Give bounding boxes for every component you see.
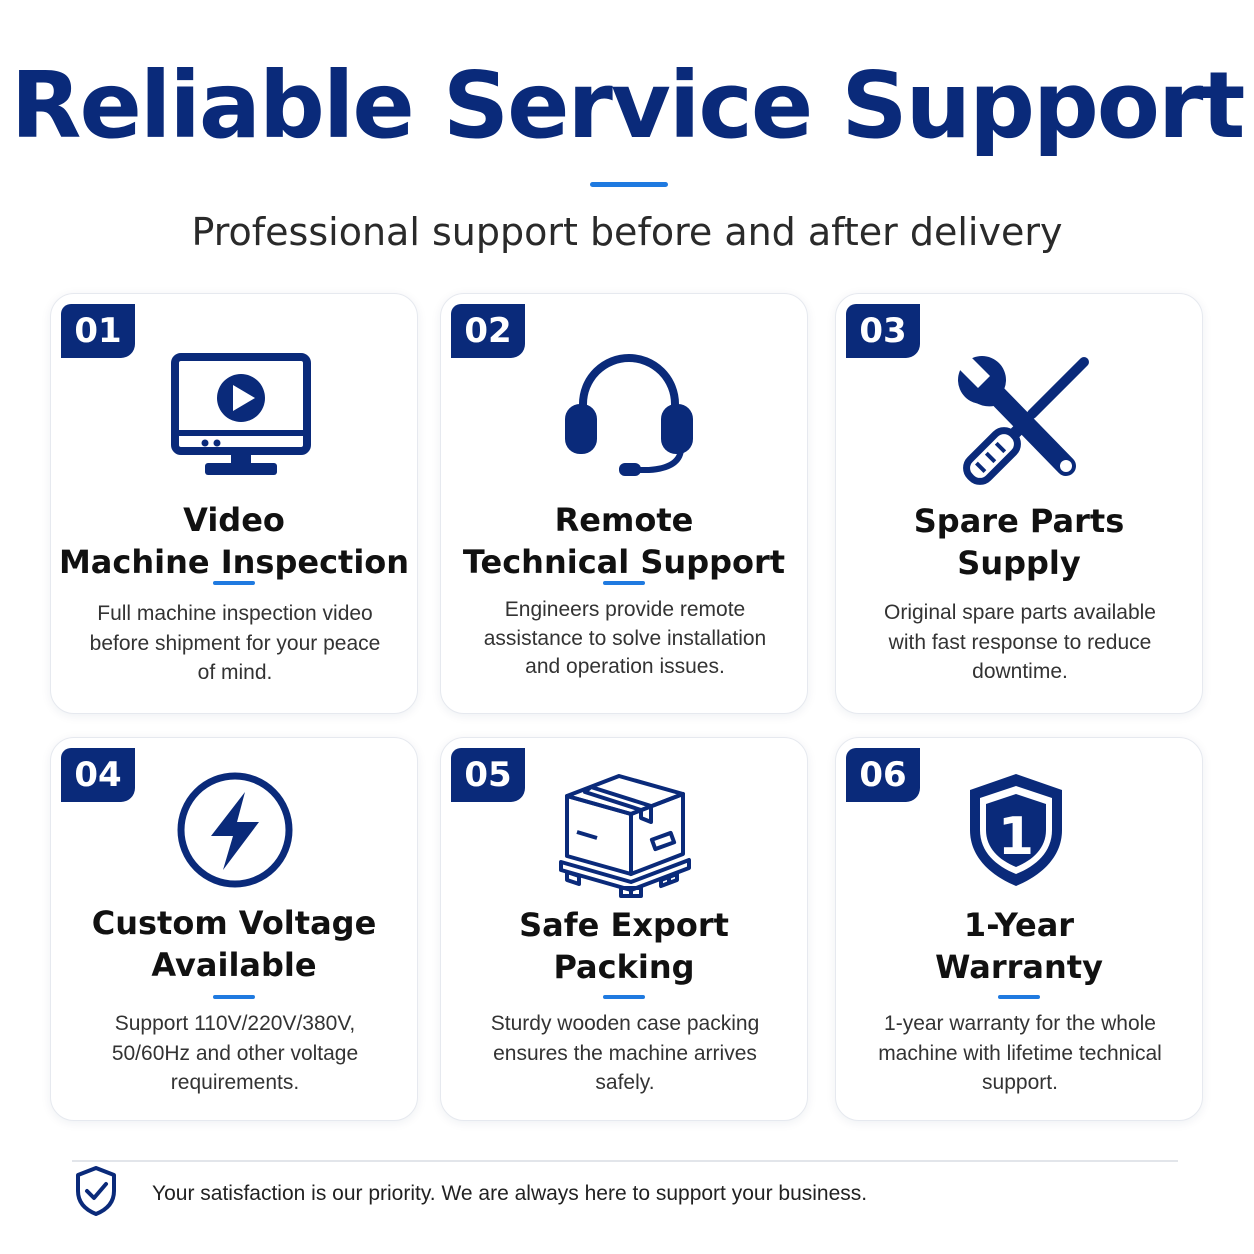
card-custom-voltage: 04 Custom Voltage Available Support 110V… — [50, 737, 418, 1121]
title-underline — [590, 182, 668, 187]
card-title: Video Machine Inspection — [51, 499, 417, 583]
card-title-line: Packing — [553, 948, 695, 986]
card-spare-parts: 03 Spare Parts Supply Original spare par… — [835, 293, 1203, 714]
headset-icon — [557, 342, 701, 482]
card-title-line: Remote — [554, 501, 694, 539]
card-title-line: Warranty — [935, 948, 1103, 986]
card-title: Safe Export Packing — [441, 904, 807, 988]
card-number-badge: 05 — [451, 748, 525, 802]
card-underline — [213, 581, 255, 585]
card-number-badge: 04 — [61, 748, 135, 802]
card-number-badge: 03 — [846, 304, 920, 358]
card-number-badge: 01 — [61, 304, 135, 358]
card-title: 1-Year Warranty — [836, 904, 1202, 988]
card-title-line: Spare Parts — [913, 502, 1125, 540]
card-title: Remote Technical Support — [441, 499, 807, 583]
card-description: Original spare parts available with fast… — [884, 601, 1156, 683]
card-title: Spare Parts Supply — [836, 500, 1202, 584]
card-underline — [998, 995, 1040, 999]
footer-divider — [72, 1160, 1178, 1162]
shield-one-icon: 1 — [964, 770, 1068, 890]
page-title: Reliable Service Support — [10, 52, 1246, 159]
shield-digit: 1 — [998, 807, 1034, 867]
card-title-line: Machine Inspection — [58, 543, 410, 581]
wrench-screwdriver-icon — [954, 352, 1094, 488]
card-title-line: Video — [183, 501, 285, 539]
package-box-icon — [557, 770, 693, 898]
card-description: 1-year warranty for the whole machine wi… — [878, 1012, 1162, 1094]
card-description: Sturdy wooden case packing ensures the m… — [490, 1012, 760, 1094]
card-remote-support: 02 Remote Technical Support Engineers pr… — [440, 293, 808, 714]
card-title-line: Custom Voltage — [91, 904, 377, 942]
card-description: Full machine inspection video before shi… — [89, 602, 381, 684]
shield-check-icon — [72, 1164, 120, 1223]
card-underline — [213, 995, 255, 999]
footer-message: Your satisfaction is our priority. We ar… — [152, 1182, 868, 1205]
card-description: Engineers provide remote assistance to s… — [483, 598, 767, 678]
card-underline — [603, 581, 645, 585]
card-warranty: 06 1 1-Year Warranty 1-year warranty for… — [835, 737, 1203, 1121]
card-video-inspection: 01 Video Machine Inspection Full machine… — [50, 293, 418, 714]
card-title-line: Supply — [957, 544, 1081, 582]
card-title-line: Safe Export — [519, 906, 729, 944]
card-title-line: 1-Year — [963, 906, 1075, 944]
lightning-circle-icon — [175, 770, 295, 890]
card-description: Support 110V/220V/380V, 50/60Hz and othe… — [111, 1012, 359, 1094]
card-title-line: Technical Support — [462, 543, 786, 581]
card-underline — [603, 995, 645, 999]
card-number-badge: 02 — [451, 304, 525, 358]
card-number-badge: 06 — [846, 748, 920, 802]
card-title: Custom Voltage Available — [51, 902, 417, 986]
card-export-packing: 05 Safe Export Packing Sturdy wood — [440, 737, 808, 1121]
monitor-play-icon — [169, 352, 313, 482]
page-subtitle: Professional support before and after de… — [191, 210, 1063, 254]
card-title-line: Available — [151, 946, 317, 984]
